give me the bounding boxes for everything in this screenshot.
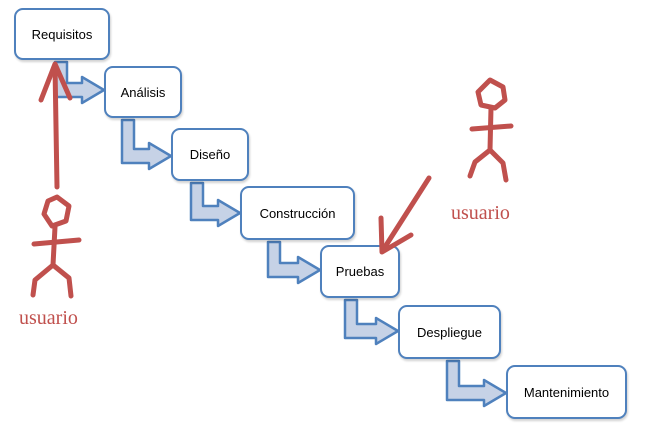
stage-label: Construcción [259,205,336,221]
stage-diseno: Diseño [171,128,249,181]
stage-label: Pruebas [335,264,385,279]
stage-pruebas: Pruebas [320,245,400,298]
stage-analisis: Análisis [104,66,182,118]
left-user-arrow [38,61,73,190]
right-user-arrow [378,175,432,255]
stage-requisitos: Requisitos [14,8,110,60]
stick-figure-icon [30,194,82,299]
user-label-right: usuario [451,202,510,224]
stage-despliegue: Despliegue [398,305,501,359]
connector-construccion-pruebas [266,240,322,285]
stage-label: Análisis [120,84,166,100]
connector-analisis-diseno [120,118,173,171]
stick-figure-icon [467,77,514,183]
connector-diseno-construccion [189,181,242,228]
stage-label: Requisitos [31,26,93,42]
stage-construccion: Construcción [240,186,355,240]
user-label-left: usuario [19,307,78,329]
stage-label: Mantenimiento [523,384,610,400]
stage-mantenimiento: Mantenimiento [506,365,627,419]
stage-label: Despliegue [416,324,483,340]
stage-label: Diseño [189,147,231,162]
connector-despliegue-mantenimiento [445,359,508,408]
connector-pruebas-despliegue [343,298,400,346]
